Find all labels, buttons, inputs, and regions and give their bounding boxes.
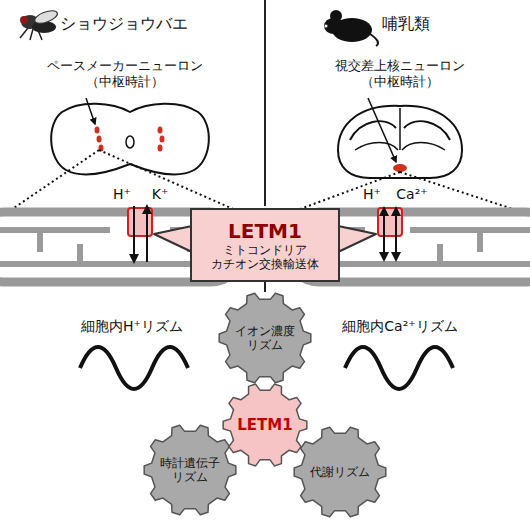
text-label: 細胞内H⁺リズム [81, 318, 183, 335]
gear-label: LETM1 [237, 416, 292, 434]
callout-pointer [338, 226, 376, 252]
divider-line [264, 0, 266, 206]
text-label: ショウジョウバエ [60, 14, 188, 33]
text-label: Ca²⁺ [396, 186, 427, 203]
mouse-icon [324, 10, 378, 46]
gear-shape: イオン濃度 リズム [219, 292, 311, 384]
text-label: H⁺ [363, 186, 381, 203]
gear-label: イオン濃度 リズム [228, 324, 302, 353]
text-label: 細胞内Ca²⁺リズム [342, 318, 457, 335]
gear-shape: 代謝リズム [294, 426, 386, 518]
zoom-lines [8, 150, 522, 212]
gear-shape: LETM1 [223, 383, 307, 467]
mouse-brain [338, 98, 462, 178]
fly-icon [20, 8, 59, 40]
h-rhythm-wave [80, 347, 188, 389]
callout-pointer [154, 226, 192, 252]
text-label: K⁺ [152, 186, 169, 203]
text-label: ペースメーカーニューロン （中枢時計） [30, 58, 220, 89]
text-label: 視交差上核ニューロン （中枢時計） [310, 58, 490, 89]
box-body: ミトコンドリア カチオン交換輸送体 [198, 243, 332, 272]
gear-shape: 時計遺伝子 リズム [144, 424, 236, 516]
text-label: 哺乳類 [382, 14, 430, 33]
gear-label: 時計遺伝子 リズム [153, 456, 227, 485]
box-title: LETM1 [228, 219, 302, 243]
divider-line [264, 282, 266, 292]
gear-label: 代謝リズム [310, 465, 370, 479]
transporter-box: LETM1ミトコンドリア カチオン交換輸送体 [190, 208, 340, 282]
fly-brain [51, 98, 209, 175]
text-label: H⁺ [113, 186, 131, 203]
ca-rhythm-wave [345, 347, 453, 389]
